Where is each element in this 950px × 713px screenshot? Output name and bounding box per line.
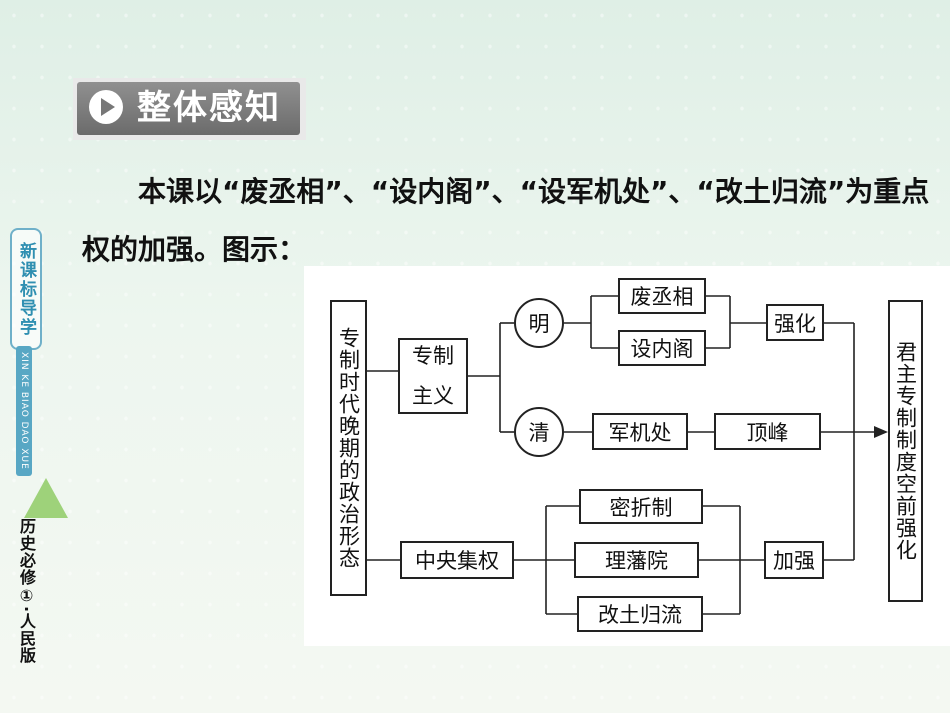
node-abolish-chancellor: 废丞相 <box>618 278 706 314</box>
node-centralization: 中央集权 <box>400 541 514 579</box>
play-icon <box>89 90 123 124</box>
section-title: 整体感知 <box>137 88 281 128</box>
node-result: 君主专制制度空前强化 <box>888 300 923 602</box>
node-secret-memorial: 密折制 <box>579 489 703 524</box>
diagram-connectors <box>366 295 888 615</box>
tree-icon <box>24 478 68 518</box>
node-autocracy-label: 专制主义 <box>412 344 454 408</box>
book-name: 历史必修①·人民版 <box>17 518 36 665</box>
node-strengthen-1: 强化 <box>766 304 824 341</box>
intro-text: 本课以“废丞相”、“设内阁”、“设军机处”、“改土归流”为重点 权的加强。图示： <box>82 163 950 263</box>
node-autocracy: 专制主义 <box>398 338 468 414</box>
intro-line-1: 本课以“废丞相”、“设内阁”、“设军机处”、“改土归流”为重点 <box>138 175 930 208</box>
node-root: 专制时代晚期的政治形态 <box>330 300 367 596</box>
side-spine: 新课标导学 XIN KE BIAO DAO XUE 历史必修①·人民版 <box>10 228 68 713</box>
node-peak: 顶峰 <box>714 413 821 450</box>
series-name: 新课标导学 <box>10 228 42 350</box>
node-gaitu-guiliu: 改土归流 <box>577 596 703 632</box>
node-strengthen-2: 加强 <box>764 541 824 579</box>
node-set-cabinet: 设内阁 <box>618 330 706 366</box>
section-header: 整体感知 <box>73 78 306 140</box>
node-qing: 清 <box>514 407 564 457</box>
intro-line-2: 权的加强。图示： <box>82 233 307 263</box>
node-ming: 明 <box>514 298 564 348</box>
structure-diagram: 专制时代晚期的政治形态 专制主义 中央集权 明 清 废丞相 设内阁 军机处 强化… <box>304 266 950 646</box>
node-lifanyuan: 理藩院 <box>574 542 699 578</box>
node-grand-council: 军机处 <box>592 413 688 450</box>
series-pinyin: XIN KE BIAO DAO XUE <box>16 346 32 476</box>
